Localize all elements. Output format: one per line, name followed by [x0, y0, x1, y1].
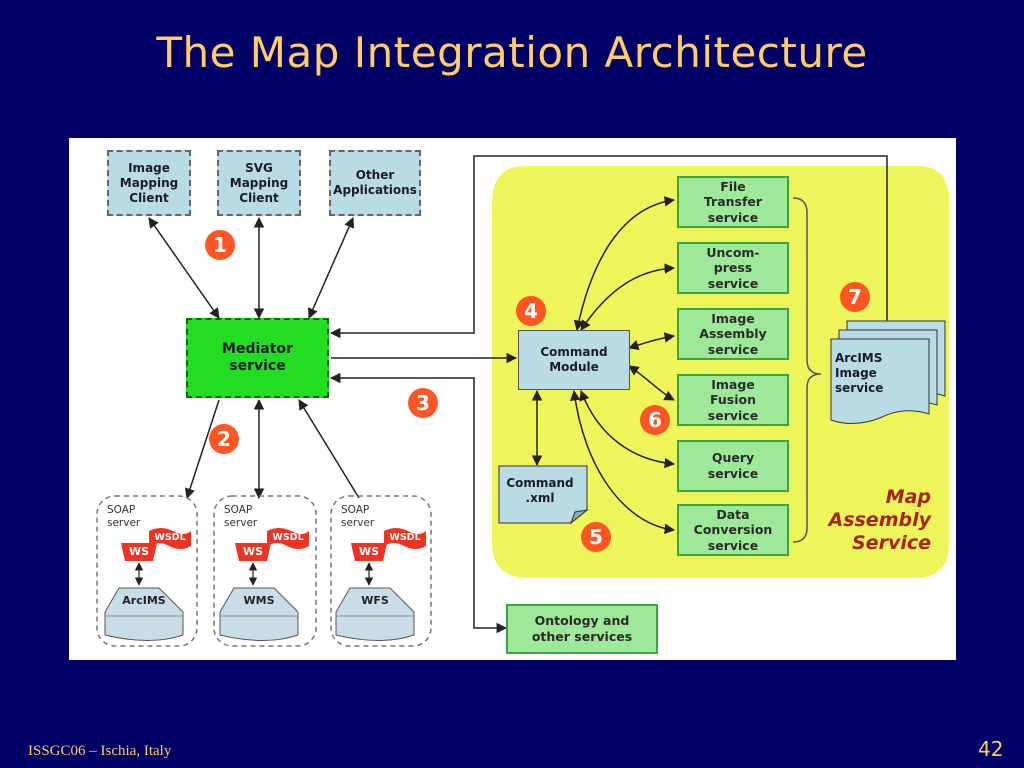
data-conversion-service: Data Conversion service: [677, 504, 789, 556]
ws-badge: WS: [358, 545, 380, 558]
image-fusion-service: Image Fusion service: [677, 374, 789, 426]
step-6: 6: [640, 405, 670, 435]
step-4: 4: [516, 296, 546, 326]
ontology-services: Ontology and other services: [506, 604, 658, 654]
query-service: Query service: [677, 440, 789, 492]
wsdl-flag: WSDL: [389, 532, 421, 543]
wfs-database: WFS: [361, 594, 389, 607]
step-2: 2: [209, 424, 239, 454]
svg-mapping-client: SVG Mapping Client: [217, 150, 301, 216]
page-number: 42: [978, 737, 1004, 761]
map-assembly-service-label: Map Assembly Service: [828, 486, 931, 554]
diagram-connectors: [96, 155, 949, 647]
command-xml: Command .xml: [506, 476, 574, 505]
wsdl-flag: WSDL: [272, 532, 304, 543]
uncompress-service: Uncom- press service: [677, 242, 789, 294]
wsdl-flag: WSDL: [154, 532, 186, 543]
step-7: 7: [840, 282, 870, 312]
ws-badge: WS: [128, 545, 150, 558]
arcims-database: ArcIMS: [122, 594, 166, 607]
soap-server-label: SOAP server: [224, 504, 258, 529]
wms-database: WMS: [243, 594, 275, 607]
footer-event-label: ISSGC06 – Ischia, Italy: [28, 743, 172, 759]
architecture-diagram: Image Mapping Client SVG Mapping Client …: [69, 138, 956, 660]
slide-title: The Map Integration Architecture: [156, 28, 868, 77]
soap-server-label: SOAP server: [107, 504, 141, 529]
image-assembly-service: Image Assembly service: [677, 308, 789, 360]
step-5: 5: [581, 522, 611, 552]
image-mapping-client: Image Mapping Client: [107, 150, 191, 216]
file-transfer-service: File Transfer service: [677, 176, 789, 228]
step-3: 3: [408, 388, 438, 418]
ws-badge: WS: [242, 545, 264, 558]
step-1: 1: [205, 230, 235, 260]
soap-server-label: SOAP server: [341, 504, 375, 529]
arcims-image-service: ArcIMS Image service: [835, 350, 884, 395]
command-module: Command Module: [518, 330, 630, 390]
other-applications: Other Applications: [329, 150, 421, 216]
mediator-service: Mediator service: [186, 318, 329, 398]
